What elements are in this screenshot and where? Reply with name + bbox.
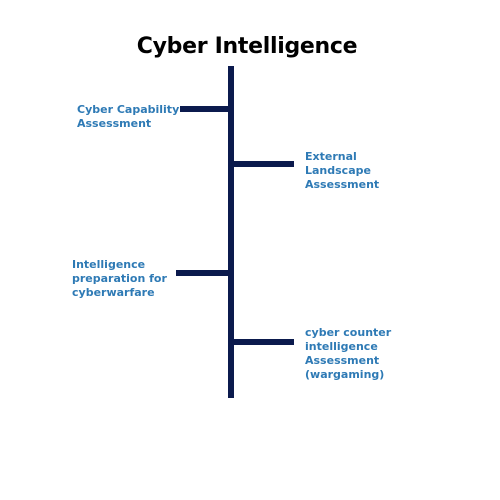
branch-label-2: External Landscape Assessment [305,150,379,192]
branch-label-4-line-4: (wargaming) [305,368,385,381]
branch-label-2-line-2: Landscape [305,164,371,177]
branch-label-3-line-2: preparation for [72,272,167,285]
branch-label-1-line-2: Assessment [77,117,152,130]
branch-label-3-line-1: Intelligence [72,258,146,271]
branch-label-1: Cyber Capability Assessment [77,103,179,131]
branch-label-3-line-3: cyberwarfare [72,286,155,299]
branch-label-1-line-1: Cyber Capability [77,103,180,116]
branch-connector-4 [230,339,294,345]
branch-connector-1 [180,106,232,112]
branch-connector-2 [230,161,294,167]
branch-label-3: Intelligence preparation for cyberwarfar… [72,258,167,300]
branch-label-4-line-3: Assessment [305,354,380,367]
branch-label-4-line-1: cyber counter [305,326,392,339]
branch-label-2-line-3: Assessment [305,178,380,191]
branch-label-4: cyber counter intelligence Assessment (w… [305,326,391,382]
branch-label-4-line-2: intelligence [305,340,378,353]
timeline-spine [228,66,234,398]
diagram-title: Cyber Intelligence [136,34,358,59]
branch-label-2-line-1: External [305,150,357,163]
branch-connector-3 [176,270,232,276]
